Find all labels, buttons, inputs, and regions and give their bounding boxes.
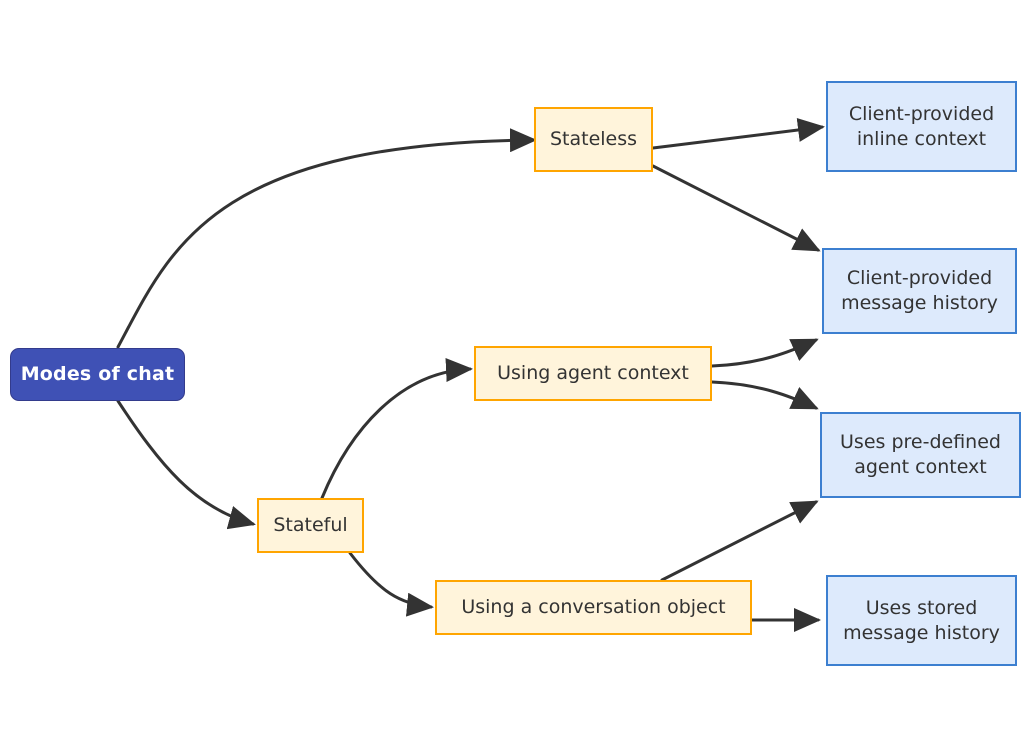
edge-stateful-to-conversation-object xyxy=(348,551,434,617)
node-stored-message-history[interactable]: Uses stored message history xyxy=(826,575,1017,666)
node-label: Uses pre-defined agent context xyxy=(840,431,1001,478)
node-label: Stateless xyxy=(549,128,638,151)
edge-stateless-to-message-history xyxy=(651,164,821,252)
node-label: Modes of chat xyxy=(20,363,175,386)
node-label: Client-provided message history xyxy=(841,267,998,314)
node-predefined-agent-context[interactable]: Uses pre-defined agent context xyxy=(820,412,1021,498)
node-message-history[interactable]: Client-provided message history xyxy=(822,248,1017,334)
edge-conversation-object-to-predefined-agent-context xyxy=(660,500,819,582)
edge-stateless-to-inline-context xyxy=(651,118,825,150)
edge-agent-context-to-message-history xyxy=(710,338,819,368)
node-label: Client-provided inline context xyxy=(848,102,995,150)
node-label: Uses stored message history xyxy=(843,596,1000,644)
edges-group xyxy=(116,118,825,632)
edge-agent-context-to-predefined-agent-context xyxy=(710,380,819,410)
node-label: Stateful xyxy=(273,514,348,537)
node-agent-context[interactable]: Using agent context xyxy=(474,346,712,401)
node-inline-context[interactable]: Client-provided inline context xyxy=(826,81,1017,172)
edge-root-to-stateless xyxy=(116,128,537,349)
node-conversation-object[interactable]: Using a conversation object xyxy=(435,580,752,635)
edge-stateful-to-agent-context xyxy=(320,358,473,500)
edge-root-to-stateful xyxy=(116,399,256,530)
node-stateless[interactable]: Stateless xyxy=(534,107,653,172)
node-label: Using agent context xyxy=(497,362,689,385)
node-stateful[interactable]: Stateful xyxy=(257,498,364,553)
node-label: Using a conversation object xyxy=(461,596,726,619)
node-root[interactable]: Modes of chat xyxy=(10,348,185,401)
